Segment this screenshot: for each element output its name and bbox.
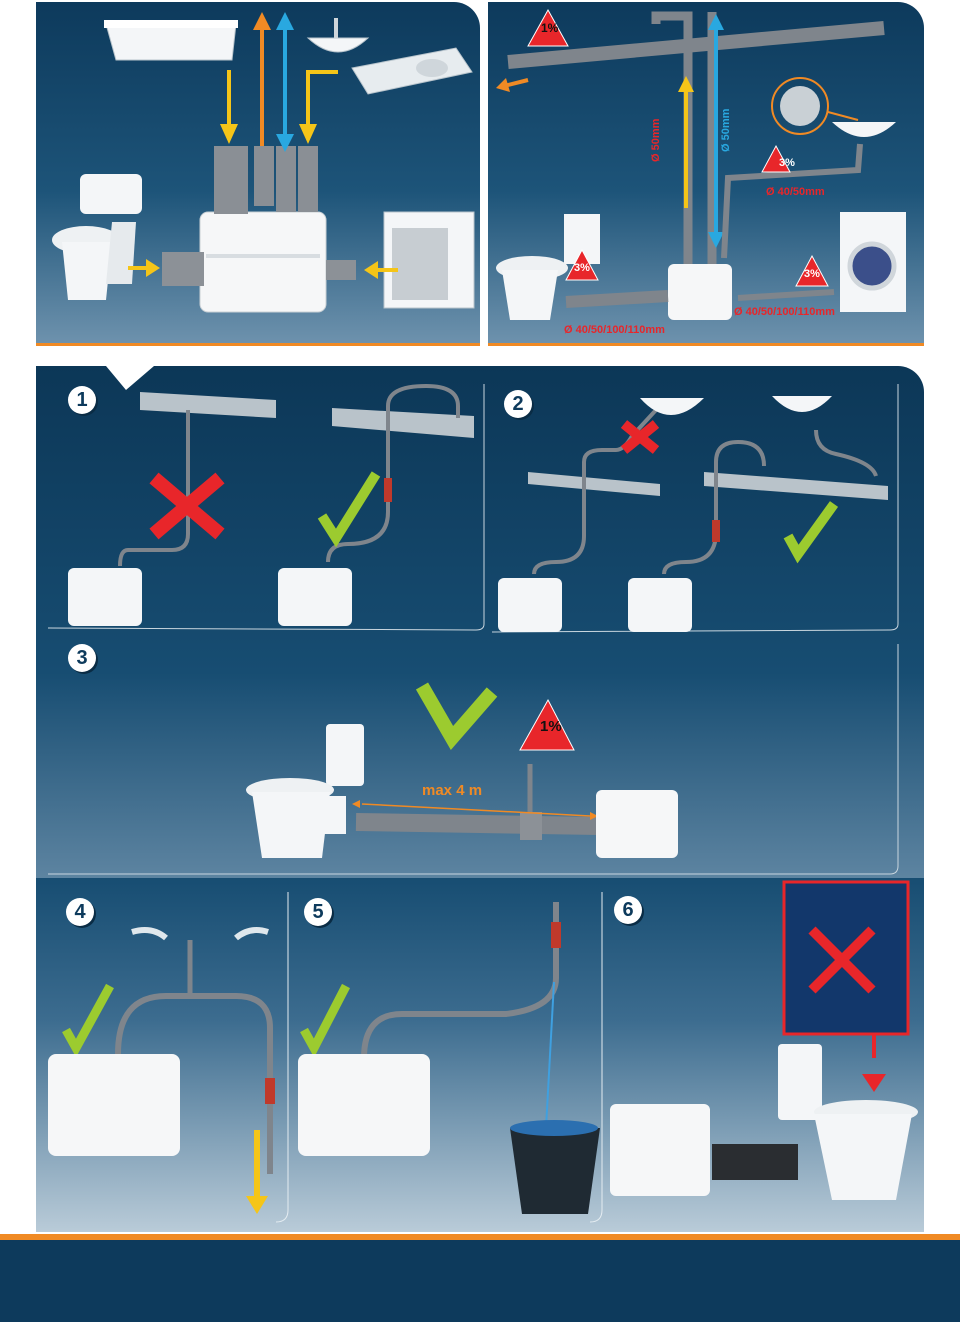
- arrow-yellow-up: [684, 88, 688, 208]
- pump-unit-icon: [668, 264, 732, 320]
- arrow-down: [254, 1130, 260, 1200]
- panel-connections: [36, 2, 480, 346]
- checkmark-icon: [317, 471, 381, 548]
- bucket-icon: [510, 1128, 600, 1214]
- pump-unit-icon: [68, 568, 142, 626]
- dia-machine-label: Ø 40/50/100/110mm: [734, 306, 835, 318]
- arrow-blue-updown: [714, 26, 718, 236]
- arrow-down: [862, 1074, 886, 1092]
- slope-label: 1%: [540, 718, 562, 735]
- slope-machine-label: 3%: [804, 268, 820, 280]
- dia-vert-blue-label: Ø 50mm: [720, 108, 732, 152]
- arrow-sink-down: [299, 70, 338, 144]
- pipe-sizes-diagram: [496, 8, 906, 320]
- pump-unit-icon: [48, 1054, 180, 1156]
- step-number-2: 2: [504, 390, 532, 418]
- pump-unit-icon: [278, 568, 352, 626]
- arrow-blue-updown: [276, 12, 294, 152]
- pump-unit-icon: [498, 578, 562, 632]
- step-number-3: 3: [68, 644, 96, 672]
- steps-4-6-diagram: [48, 880, 918, 1223]
- ceiling-beam: [140, 392, 276, 418]
- panel-steps-4-6: 4 5 6: [36, 878, 924, 1232]
- washbasin-icon: [832, 122, 896, 137]
- washbasin-icon: [306, 18, 370, 53]
- connections-diagram: [52, 12, 475, 313]
- pump-unit-icon: [162, 146, 356, 313]
- slope-sign-sink: [761, 144, 791, 173]
- step-number-4: 4: [66, 898, 94, 926]
- arrow-bath-down: [220, 70, 238, 144]
- step-number-5: 5: [304, 898, 332, 926]
- pump-unit-icon: [610, 1104, 710, 1196]
- slope-toilet-label: 3%: [574, 262, 590, 274]
- slope-sign-pipe: [527, 8, 569, 47]
- drain-pipe: [355, 813, 599, 835]
- toilet-icon: [52, 174, 142, 300]
- dishwasher-icon: [383, 211, 475, 309]
- dia-toilet-label: Ø 40/50/100/110mm: [564, 324, 665, 336]
- arrow-dishwasher-in: [364, 261, 398, 279]
- checkmark-icon: [415, 682, 498, 750]
- arrow-orange-up: [253, 12, 271, 146]
- kitchen-sink-icon: [351, 47, 473, 95]
- main-drain-pipe: [507, 21, 885, 69]
- pump-unit-icon: [298, 1054, 430, 1156]
- pump-unit-icon: [628, 578, 692, 632]
- checkmark-icon: [62, 983, 114, 1058]
- cross-icon: [808, 926, 876, 994]
- steps-1-3-diagram: [47, 366, 899, 875]
- dia-vert-yellow-label: Ø 50mm: [650, 118, 662, 162]
- slope-sign-machine: [795, 254, 829, 287]
- panel-pipe-sizes: 1% Ø 50mm Ø 50mm 3% Ø 40/50mm 3% 3% Ø 40…: [488, 2, 924, 346]
- distance-arrow: [361, 803, 591, 817]
- bathtub-icon: [104, 20, 238, 61]
- cross-icon: [149, 472, 225, 540]
- toilet-icon: [326, 724, 364, 786]
- slope-sign: [519, 698, 575, 751]
- step-number-6: 6: [614, 896, 642, 924]
- checkmark-icon: [300, 983, 350, 1058]
- toilet-icon: [778, 1044, 822, 1120]
- step-number-1: 1: [68, 386, 96, 414]
- slope-pipe-label: 1%: [541, 21, 559, 35]
- slope-sink-label: 3%: [779, 157, 795, 169]
- panel-steps-1-3: 1 2 3 max 4 m 1%: [36, 366, 924, 878]
- panel-underline: [36, 343, 480, 346]
- dia-sink-label: Ø 40/50mm: [766, 186, 825, 198]
- drain-grate-icon: [771, 77, 829, 135]
- checkmark-icon: [783, 501, 839, 564]
- slope-sign-toilet: [565, 248, 599, 281]
- footer-bar: [0, 1234, 960, 1322]
- distance-label: max 4 m: [422, 782, 483, 799]
- arrow-toilet-in: [128, 259, 160, 277]
- pump-unit-icon: [596, 790, 678, 858]
- cross-icon: [620, 420, 660, 454]
